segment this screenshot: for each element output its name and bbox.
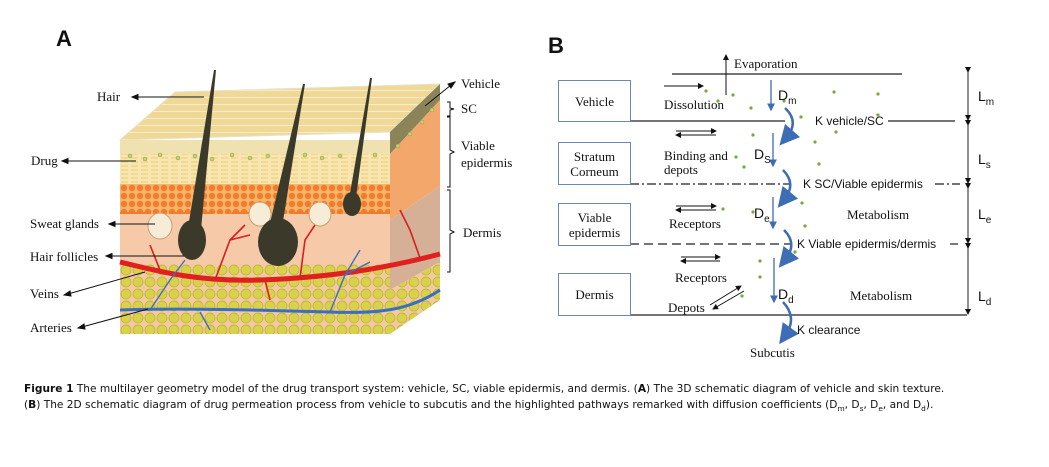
label-viable: Viable — [461, 138, 495, 153]
label-hair-follicles: Hair follicles — [30, 249, 99, 264]
label-dd: Dd — [778, 286, 794, 306]
label-ls: Ls — [978, 151, 991, 171]
label-le: Le — [978, 206, 991, 226]
label-vehicle: Vehicle — [461, 76, 500, 91]
caption-text-1a: The multilayer geometry model of the dru… — [73, 383, 638, 395]
vehicle-front-face — [120, 140, 390, 154]
dm-base: D — [778, 87, 789, 103]
caption-sub-e: e — [878, 404, 883, 413]
ls-base: L — [978, 151, 986, 167]
label-receptors-dermis: Receptors — [675, 270, 727, 285]
label-binding: Binding and — [664, 148, 728, 163]
label-de: De — [754, 205, 770, 225]
box-ve-label-1: Viable — [577, 209, 612, 225]
box-vehicle: Vehicle — [558, 80, 631, 122]
label-depots-sc: depots — [664, 162, 698, 177]
label-k-clearance: K clearance — [797, 323, 861, 337]
de-sub: e — [764, 214, 770, 225]
caption-figure-label: Figure 1 — [24, 383, 74, 395]
label-dissolution: Dissolution — [664, 97, 724, 112]
skin-3d-illustration — [60, 70, 457, 334]
box-sc-label-2: Corneum — [570, 163, 619, 179]
label-veins: Veins — [30, 286, 59, 301]
sweat-glands — [147, 201, 332, 240]
box-stratum-corneum: Stratum Corneum — [558, 142, 631, 185]
drug-dots — [704, 89, 880, 298]
caption-sep-2: , D — [863, 399, 879, 411]
label-k-vehicle-sc: K vehicle/SC — [815, 114, 884, 128]
ds-base: D — [754, 146, 765, 162]
permeation-schematic — [630, 54, 971, 345]
hair-shafts — [178, 70, 372, 266]
panel-a-letter: A — [56, 26, 72, 51]
lm-sub: m — [985, 97, 995, 108]
label-evaporation: Evaporation — [734, 56, 798, 71]
ls-sub: s — [985, 160, 991, 171]
caption-open-paren: ( — [24, 399, 29, 411]
label-metabolism-dermis: Metabolism — [850, 288, 913, 303]
dd-sub: d — [788, 295, 794, 306]
partition-arrows — [777, 107, 801, 345]
le-sub: e — [985, 215, 992, 226]
caption-text-1b: ) The 3D schematic diagram of vehicle an… — [646, 383, 945, 395]
caption-sub-s: s — [859, 404, 864, 413]
caption-sub-m: m — [837, 404, 845, 413]
le-base: L — [978, 206, 986, 222]
stratum-corneum-layer — [120, 154, 390, 184]
box-dermis: Dermis — [558, 273, 631, 316]
ld-base: L — [978, 288, 986, 304]
drug-particles — [127, 107, 435, 162]
layer-brackets — [447, 101, 456, 273]
dd-base: D — [778, 286, 789, 302]
label-lm: Lm — [978, 88, 994, 108]
box-vehicle-label: Vehicle — [575, 93, 614, 109]
dm-sub: m — [788, 96, 797, 107]
label-hair: Hair — [97, 89, 121, 104]
diffusion-arrows — [767, 80, 778, 304]
label-epidermis: epidermis — [461, 155, 513, 170]
label-dermis: Dermis — [463, 225, 502, 240]
caption-line-1: Figure 1 The multilayer geometry model o… — [24, 381, 1034, 397]
caption-sep-1: , D — [844, 399, 860, 411]
label-metabolism-ve: Metabolism — [847, 207, 910, 222]
box-dermis-label: Dermis — [575, 287, 614, 302]
panel-b-letter: B — [548, 33, 564, 58]
caption-ref-b: B — [28, 399, 37, 411]
label-arteries: Arteries — [30, 320, 72, 335]
label-leader-lines — [60, 81, 457, 330]
vein-vessel — [119, 288, 441, 314]
equilibrium-arrows — [675, 128, 745, 310]
ld-sub: d — [985, 297, 992, 308]
label-k-ve-dermis: K Viable epidermis/dermis — [797, 237, 937, 251]
label-sc: SC — [461, 101, 477, 116]
label-dm: Dm — [778, 87, 796, 107]
box-viable-epidermis: Viable epidermis — [558, 203, 631, 246]
caption-sep-3: , and D — [882, 399, 922, 411]
label-subcutis: Subcutis — [750, 345, 795, 360]
box-sc-label-1: Stratum — [573, 148, 616, 164]
de-base: D — [754, 205, 765, 221]
caption-line-2: (B) The 2D schematic diagram of drug per… — [24, 397, 1034, 417]
label-ds: DS — [754, 146, 771, 166]
box-ve-label-2: epidermis — [568, 224, 621, 240]
figure-caption: Figure 1 The multilayer geometry model o… — [24, 381, 1034, 417]
caption-sub-d: d — [921, 404, 926, 413]
label-drug: Drug — [31, 153, 58, 168]
label-k-sc-ve: K SC/Viable epidermis — [803, 177, 923, 191]
lm-base: L — [978, 88, 986, 104]
caption-text-2a: ) The 2D schematic diagram of drug perme… — [36, 399, 838, 411]
caption-end: ). — [925, 399, 934, 411]
ds-sub: S — [764, 155, 771, 166]
side-face-fat — [390, 262, 440, 334]
label-sweat-glands: Sweat glands — [30, 216, 99, 231]
artery-vessel — [119, 251, 441, 283]
label-depots-dermis: Depots — [668, 300, 705, 315]
side-face-epidermis — [390, 100, 440, 220]
caption-ref-a: A — [637, 383, 647, 395]
label-receptors-ve: Receptors — [669, 216, 721, 231]
label-ld: Ld — [978, 288, 991, 308]
